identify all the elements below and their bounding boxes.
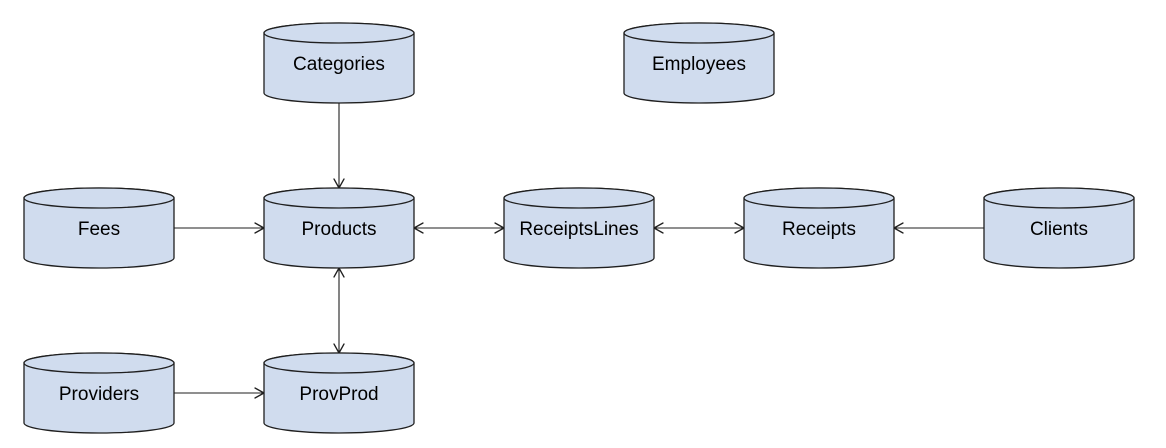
table-providers[interactable]: Providers [23,352,175,434]
relation-fees-products[interactable] [174,222,265,234]
table-label: Fees [78,219,120,240]
cylinder-top [623,22,775,44]
cylinder-top [263,352,415,374]
relation-receiptslines-receipts[interactable] [653,222,745,234]
table-label: Clients [1030,219,1088,240]
table-label: Employees [652,54,746,75]
cylinder-top [23,187,175,209]
table-fees[interactable]: Fees [23,187,175,269]
cylinder-top [983,187,1135,209]
table-label: ProvProd [299,384,378,405]
table-employees[interactable]: Employees [623,22,775,104]
relation-providers-provprod[interactable] [174,387,265,399]
cylinder-top [503,187,655,209]
relation-categories-products[interactable] [333,103,345,189]
table-label: Categories [293,54,385,75]
table-receipts[interactable]: Receipts [743,187,895,269]
table-categories[interactable]: Categories [263,22,415,104]
cylinder-top [263,22,415,44]
table-label: Providers [59,384,139,405]
table-receiptslines[interactable]: ReceiptsLines [503,187,655,269]
table-label: Products [302,219,377,240]
relation-products-receiptslines[interactable] [413,222,505,234]
relation-clients-receipts[interactable] [893,222,984,234]
table-products[interactable]: Products [263,187,415,269]
table-clients[interactable]: Clients [983,187,1135,269]
cylinder-top [23,352,175,374]
table-provprod[interactable]: ProvProd [263,352,415,434]
cylinder-top [263,187,415,209]
relation-products-provprod[interactable] [333,267,345,354]
table-label: ReceiptsLines [519,219,638,240]
cylinder-top [743,187,895,209]
table-label: Receipts [782,219,856,240]
